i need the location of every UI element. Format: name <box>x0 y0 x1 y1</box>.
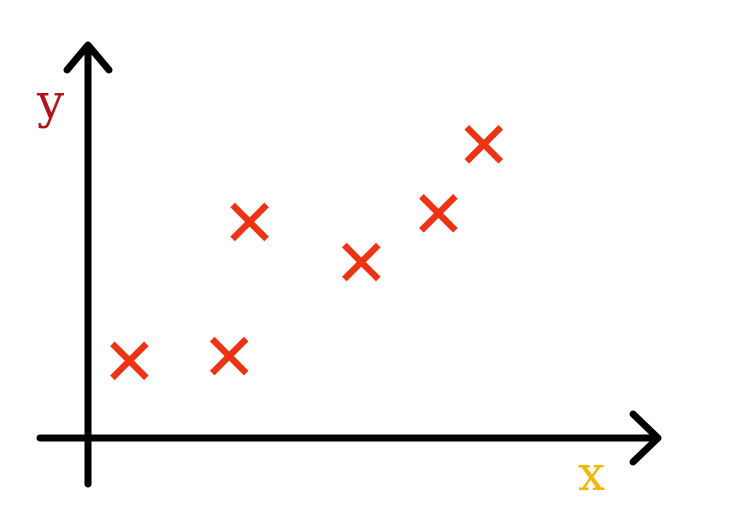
data-point-5 <box>419 194 458 233</box>
y-axis-label: y <box>36 74 64 130</box>
x-axis-label: x <box>578 446 605 502</box>
data-point-3 <box>230 202 269 242</box>
y-axis <box>63 41 113 488</box>
y-axis-arrowhead <box>63 41 113 74</box>
data-point-1 <box>110 341 149 381</box>
data-points <box>110 125 504 381</box>
x-axis-arrowhead <box>629 410 662 466</box>
data-point-4 <box>341 242 381 282</box>
data-point-2 <box>209 336 249 376</box>
x-axis <box>36 410 662 466</box>
data-point-6 <box>464 125 504 164</box>
